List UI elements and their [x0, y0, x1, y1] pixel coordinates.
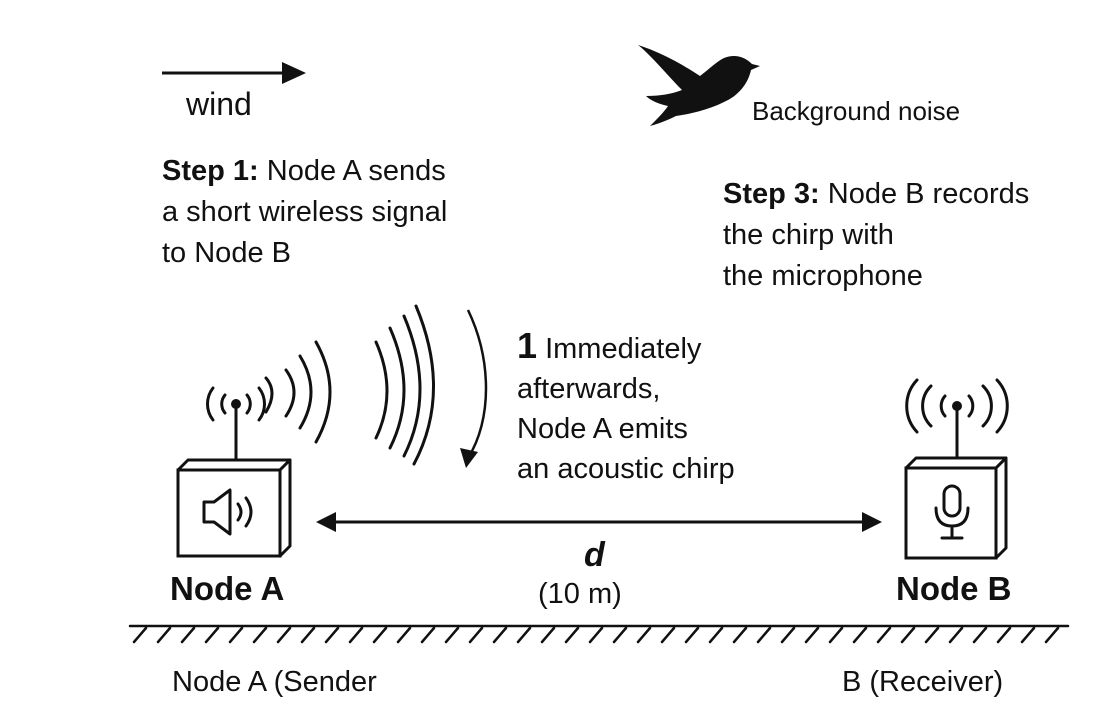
distance-symbol: d — [584, 536, 605, 574]
ground-hatch-mark — [492, 626, 508, 644]
node-a-label: Node A — [170, 570, 285, 607]
ground-hatch-mark — [540, 626, 556, 644]
distance-arrow — [316, 512, 882, 532]
ground-hatch-mark — [324, 626, 340, 644]
ground-hatch-mark — [948, 626, 964, 644]
ground-hatch-mark — [852, 626, 868, 644]
ground-hatch-mark — [132, 626, 148, 644]
node-b-label: Node B — [896, 570, 1012, 607]
ground-hatch-mark — [276, 626, 292, 644]
distance-value: (10 m) — [538, 578, 622, 610]
ground-hatch-mark — [612, 626, 628, 644]
step-3-prefix: Step 3: — [723, 178, 820, 210]
ground-hatch-mark — [876, 626, 892, 644]
ground-hatch-mark — [708, 626, 724, 644]
node-a-antenna-icon — [206, 386, 266, 462]
ground-hatch-mark — [516, 626, 532, 644]
ground-hatch-mark — [1020, 626, 1036, 644]
ground-hatch-mark — [252, 626, 268, 644]
ground-hatch-mark — [372, 626, 388, 644]
step-1-line-1: Node A sends — [266, 155, 446, 187]
background-noise-label: Background noise — [752, 96, 961, 126]
ground-hatch-mark — [828, 626, 844, 644]
speaker-icon — [202, 488, 253, 536]
ground-hatch-mark — [228, 626, 244, 644]
node-a-device[interactable] — [176, 458, 292, 558]
ground-hatch-mark — [636, 626, 652, 644]
step-3-line-2: the chirp with — [723, 219, 894, 251]
step-2-text: 1 Immediately afterwards, Node A emits a… — [517, 326, 735, 489]
step-2-number: 1 — [517, 325, 538, 366]
ground-hatch-mark — [564, 626, 580, 644]
ground-hatch-mark — [348, 626, 364, 644]
ground-hatch-mark — [588, 626, 604, 644]
ground-hatch-mark — [300, 626, 316, 644]
ground-hatch-mark — [396, 626, 412, 644]
step-1-text: Step 1: Node A sends a short wireless si… — [162, 151, 447, 274]
ground-hatch-mark — [468, 626, 484, 644]
step-1-line-3: to Node B — [162, 237, 291, 269]
ground-hatch-mark — [660, 626, 676, 644]
ground-hatch-mark — [972, 626, 988, 644]
step-1-line-2: a short wireless signal — [162, 196, 448, 228]
ground-hatch-mark — [1044, 626, 1060, 644]
node-b-antenna-icon — [905, 378, 1009, 464]
signal-waves — [264, 304, 435, 466]
step-2-line-2: afterwards, — [517, 373, 661, 405]
wind-label: wind — [186, 86, 252, 122]
node-a-caption: Node A (Sender — [172, 666, 377, 698]
step-3-text: Step 3: Node B records the chirp with th… — [723, 174, 1029, 297]
wind-arrow — [162, 62, 306, 84]
ground-hatch-mark — [804, 626, 820, 644]
chirp-curve-arrow — [460, 309, 488, 468]
step-2-line-4: an acoustic chirp — [517, 453, 735, 485]
ground-hatch-mark — [732, 626, 748, 644]
step-3-line-1: Node B records — [827, 178, 1030, 210]
ground-hatch-mark — [684, 626, 700, 644]
ground-hatch-mark — [996, 626, 1012, 644]
ground-hatch-mark — [156, 626, 172, 644]
ground-hatch-mark — [900, 626, 916, 644]
step-3-line-3: the microphone — [723, 260, 923, 292]
node-b-caption: B (Receiver) — [842, 666, 1004, 698]
ground-hatch-mark — [420, 626, 436, 644]
ground-hatch-mark — [180, 626, 196, 644]
ground-hatch-mark — [780, 626, 796, 644]
step-2-line-1: Immediately — [545, 333, 702, 365]
step-1-prefix: Step 1: — [162, 155, 259, 187]
node-b-device[interactable] — [904, 456, 1008, 560]
ground-hatch-mark — [924, 626, 940, 644]
ground-hatch-mark — [756, 626, 772, 644]
step-2-line-3: Node A emits — [517, 413, 688, 445]
ground-line — [128, 624, 1070, 644]
microphone-icon — [934, 484, 970, 540]
ground-hatch-mark — [204, 626, 220, 644]
bird-icon — [638, 45, 760, 126]
ground-hatch-mark — [444, 626, 460, 644]
